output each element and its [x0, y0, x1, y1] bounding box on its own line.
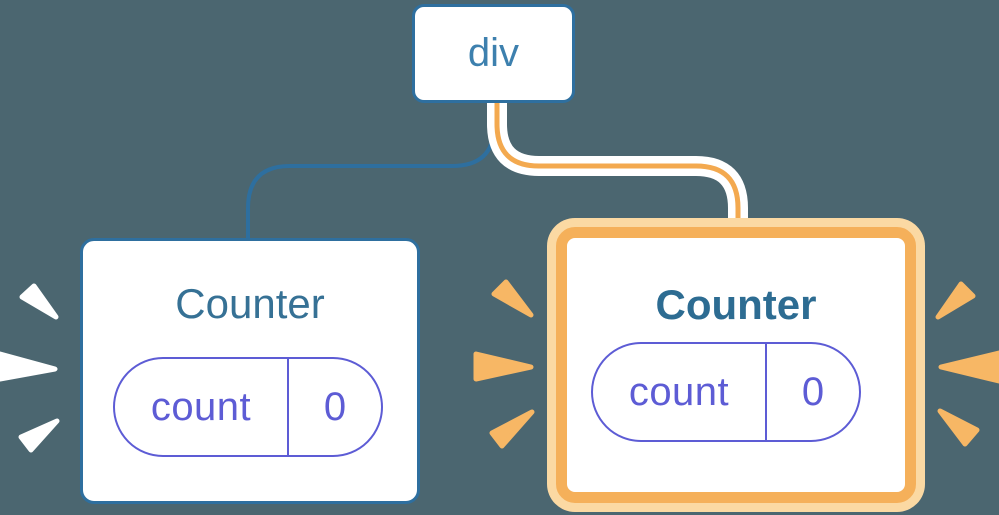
counter-left-title: Counter: [175, 280, 325, 327]
orange-burst-sparks-left-icon: [473, 279, 535, 449]
state-key: count: [593, 344, 767, 440]
edge-to-right-counter-casing: [487, 100, 748, 224]
spark-icon: [18, 418, 60, 453]
spark-icon: [937, 408, 980, 447]
tree-node-counter-right-highlight: Counter count 0: [547, 218, 925, 512]
spark-icon: [489, 409, 535, 449]
spark-icon: [473, 351, 534, 382]
counter-left-state-pill: count 0: [113, 357, 383, 457]
spark-icon: [491, 279, 534, 318]
state-value: 0: [323, 384, 347, 429]
spark-icon: [935, 281, 976, 320]
state-value: 0: [801, 369, 825, 414]
counter-right-title: Counter: [655, 281, 817, 328]
spark-icon: [19, 283, 59, 320]
counter-right-state-pill: count 0: [591, 342, 861, 442]
spark-icon: [0, 351, 58, 382]
tree-node-counter-right: Counter count 0: [556, 227, 916, 503]
edge-to-right-counter: [494, 100, 741, 224]
tree-node-div: div: [412, 4, 575, 103]
orange-burst-sparks-right-icon: [935, 281, 999, 447]
tree-node-div-label: div: [467, 31, 520, 75]
state-key: count: [115, 359, 289, 455]
edge-to-left-counter: [246, 100, 496, 240]
tree-node-counter-left: Counter count 0: [80, 238, 420, 504]
spark-icon: [938, 350, 999, 384]
white-burst-sparks-icon: [0, 283, 60, 453]
